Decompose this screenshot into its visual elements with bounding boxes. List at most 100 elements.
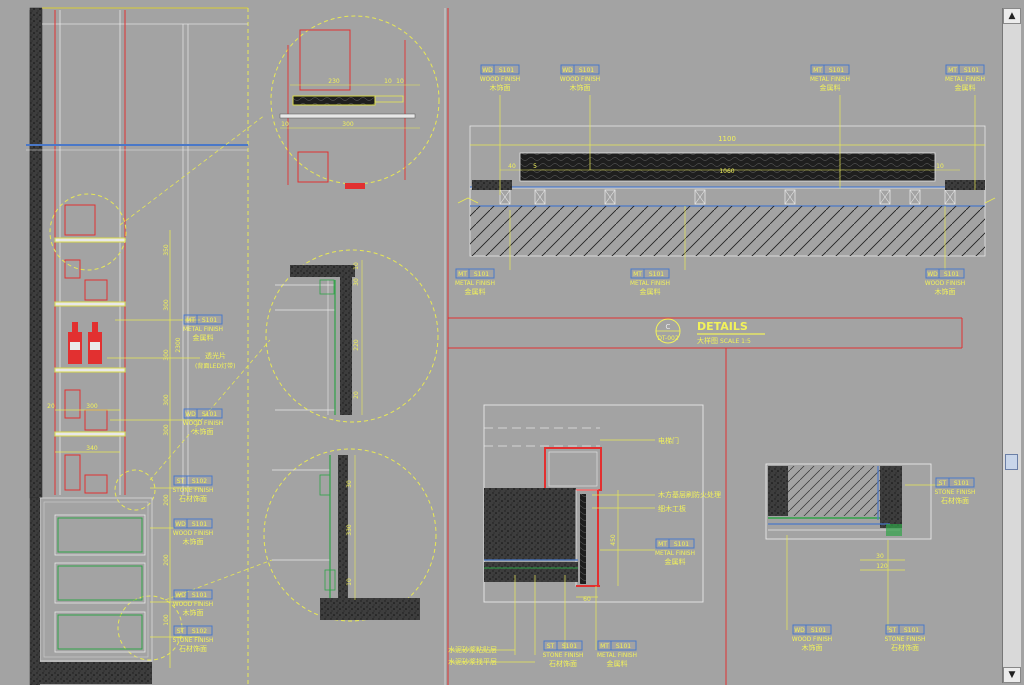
tag-code: MT [600, 643, 609, 650]
joist-block [944, 189, 956, 205]
title-marker-bottom: DT-002 [657, 335, 679, 342]
c3-dim-330: 330 [346, 524, 353, 536]
title-marker-top: C [666, 323, 671, 331]
tag-code: WD [175, 521, 186, 528]
tag-english: METAL FINISH [455, 281, 495, 287]
scroll-down-button[interactable]: ▼ [1003, 667, 1021, 683]
c2-dim-10: 10 [353, 262, 360, 270]
tag-code: MT [948, 67, 957, 74]
tag-chinese: 木饰面 [183, 608, 204, 617]
detail-circle-1: 230 10 10 300 10 [270, 15, 440, 189]
c3-dim-10: 10 [346, 578, 353, 586]
tag-number: S102 [192, 628, 207, 635]
tag-english: WOOD FINISH [925, 281, 965, 287]
elevation-dim-label: 100 [163, 614, 170, 626]
tag-number: S101 [674, 541, 689, 548]
top-dim-mid: 1060 [719, 168, 734, 175]
tag-code: WD [482, 67, 493, 74]
tag-english: STONE FINISH [173, 638, 214, 644]
elevation-dim-label: 300 [163, 349, 170, 361]
tag-code: ST [177, 478, 185, 485]
scroll-up-button[interactable]: ▲ [1003, 8, 1021, 24]
el-dim-300: 300 [86, 403, 98, 410]
note-led-sub: (背面LED灯带) [195, 362, 235, 370]
tag-number: S101 [944, 271, 959, 278]
b2-dim-30: 30 [876, 553, 884, 560]
tag-chinese: 金属料 [665, 557, 686, 566]
tag-number: S101 [579, 67, 594, 74]
b1-dim-60: 60 [583, 596, 591, 603]
joist-block [909, 189, 921, 205]
el-dim-340: 340 [86, 445, 98, 452]
tag-english: METAL FINISH [945, 77, 985, 83]
tag-code: WD [175, 592, 186, 599]
tag-english: METAL FINISH [597, 653, 637, 659]
detail-circle-3: 30 330 10 [263, 448, 437, 622]
tag-code: ST [889, 627, 897, 634]
tag-chinese: 金属料 [820, 83, 841, 92]
c1-dim-10a: 10 [384, 78, 392, 85]
tag-english: WOOD FINISH [560, 77, 600, 83]
note-cement-2: 水泥砂浆找平层 [448, 657, 497, 666]
title-text: DETAILS [697, 320, 748, 333]
tag-code: MT [186, 317, 195, 324]
tag-chinese: 木饰面 [802, 643, 823, 652]
vertical-scrollbar[interactable]: ▲ ▼ [1002, 8, 1021, 683]
tag-english: WOOD FINISH [792, 637, 832, 643]
tag-english: WOOD FINISH [173, 531, 213, 537]
tag-chinese: 木饰面 [193, 427, 214, 436]
tag-chinese: 木饰面 [935, 287, 956, 296]
tag-code: MT [458, 271, 467, 278]
stone-edge-detail: 30 120 [765, 463, 940, 630]
scroll-thumb[interactable] [1005, 454, 1018, 470]
joist-block [499, 189, 511, 205]
tag-number: S102 [192, 478, 207, 485]
note-wood-base: 木方基层刷防火处理 [658, 490, 721, 499]
tag-chinese: 金属料 [640, 287, 661, 296]
tag-code: MT [658, 541, 667, 548]
tag-chinese: 石材饰面 [179, 494, 207, 503]
top-dim-5: 5 [533, 163, 537, 170]
top-dim-40: 40 [508, 163, 516, 170]
el-dim-20: 20 [47, 403, 55, 410]
joist-block [534, 189, 546, 205]
tag-number: S101 [904, 627, 919, 634]
detail-title-block: C DT-002 DETAILS 大样图 SCALE 1:5 [655, 318, 765, 345]
tag-code: WD [562, 67, 573, 74]
c1-dim-300: 300 [342, 121, 354, 128]
tag-number: S101 [811, 627, 826, 634]
note-board: 细木工板 [658, 504, 686, 513]
elevation-dim-label: 300 [163, 394, 170, 406]
tag-code: ST [177, 628, 185, 635]
tag-code: ST [939, 480, 947, 487]
panel-frames [444, 8, 963, 685]
title-scale: SCALE 1:5 [720, 338, 751, 345]
tag-code: ST [547, 643, 555, 650]
note-led: 透光片 [205, 351, 226, 360]
b1-dim-450: 450 [610, 534, 617, 546]
tag-english: STONE FINISH [885, 637, 926, 643]
tag-number: S101 [562, 643, 577, 650]
tag-number: S101 [954, 480, 969, 487]
tag-english: STONE FINISH [543, 653, 584, 659]
elevation-dim-label: 300 [163, 299, 170, 311]
door-frame-detail: 450 60 [450, 404, 704, 663]
